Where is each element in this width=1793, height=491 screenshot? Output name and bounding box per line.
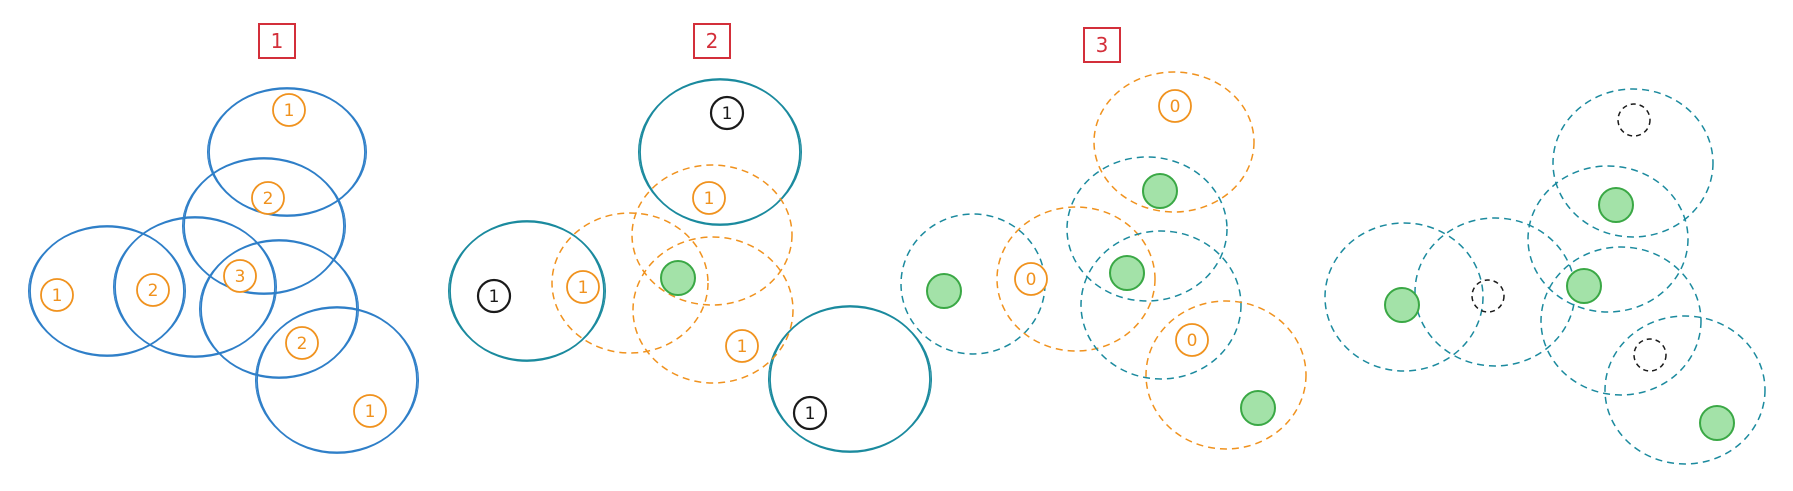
filled-node	[1385, 288, 1419, 322]
count-marker-value: 1	[722, 104, 733, 124]
filled-node-dot	[1385, 288, 1419, 322]
panel-3: 0 0 0	[901, 72, 1306, 449]
panel-1: 1 2 3 1 2 2 1	[29, 88, 419, 453]
count-marker-value: 1	[52, 286, 63, 306]
count-marker: 1	[273, 94, 305, 126]
count-marker: 0	[1015, 263, 1047, 295]
filled-node	[1700, 406, 1734, 440]
empty-node-ring	[1634, 339, 1666, 371]
count-marker-value: 1	[805, 404, 816, 424]
filled-node	[661, 261, 695, 295]
coverage-circle	[633, 237, 793, 383]
count-marker: 0	[1176, 324, 1208, 356]
filled-node	[1110, 256, 1144, 290]
coverage-circle	[1081, 231, 1241, 379]
filled-node-dot	[1700, 406, 1734, 440]
count-marker: 0	[1159, 90, 1191, 122]
count-marker: 1	[711, 97, 743, 129]
count-marker: 1	[567, 271, 599, 303]
panel-2: 1 1 1 1 1 1	[449, 79, 932, 452]
coverage-circle	[201, 240, 357, 378]
count-marker: 1	[794, 397, 826, 429]
filled-node-dot	[1567, 269, 1601, 303]
count-marker-value: 1	[489, 287, 500, 307]
count-marker-value: 3	[235, 267, 246, 287]
count-marker-value: 1	[737, 337, 748, 357]
coverage-circle	[1553, 89, 1713, 237]
coverage-circle	[1415, 218, 1575, 366]
empty-node	[1618, 104, 1650, 136]
filled-node-dot	[661, 261, 695, 295]
count-marker: 1	[41, 279, 73, 311]
count-marker: 2	[286, 327, 318, 359]
count-marker: 2	[137, 274, 169, 306]
coverage-circle	[1541, 247, 1701, 395]
empty-node	[1472, 280, 1504, 312]
count-marker: 1	[726, 330, 758, 362]
count-marker-value: 2	[297, 334, 308, 354]
count-marker: 1	[478, 280, 510, 312]
count-marker: 2	[252, 182, 284, 214]
empty-node-ring	[1472, 280, 1504, 312]
filled-node	[927, 274, 961, 308]
count-marker-value: 2	[263, 189, 274, 209]
count-marker: 1	[354, 395, 386, 427]
coverage-circle	[770, 306, 930, 452]
coverage-circle	[184, 158, 344, 294]
count-marker-value: 1	[365, 402, 376, 422]
count-marker-value: 1	[578, 278, 589, 298]
empty-node	[1634, 339, 1666, 371]
empty-node-ring	[1618, 104, 1650, 136]
filled-node-dot	[1110, 256, 1144, 290]
filled-node-dot	[1241, 391, 1275, 425]
count-marker-value: 0	[1187, 331, 1198, 351]
filled-node-dot	[1599, 188, 1633, 222]
filled-node	[1143, 174, 1177, 208]
filled-node	[1567, 269, 1601, 303]
count-marker-value: 0	[1170, 97, 1181, 117]
count-marker: 3	[224, 260, 256, 292]
coverage-circle	[1605, 316, 1765, 464]
coverage-circle	[257, 307, 417, 453]
coverage-circle	[1146, 301, 1306, 449]
coverage-circle	[1528, 166, 1688, 312]
filled-node	[1241, 391, 1275, 425]
filled-node-dot	[927, 274, 961, 308]
count-marker-value: 2	[148, 281, 159, 301]
filled-node-dot	[1143, 174, 1177, 208]
count-marker-value: 1	[704, 189, 715, 209]
count-marker-value: 0	[1026, 270, 1037, 290]
count-marker: 1	[693, 182, 725, 214]
panel-4	[1325, 89, 1765, 464]
filled-node	[1599, 188, 1633, 222]
count-marker-value: 1	[284, 101, 295, 121]
